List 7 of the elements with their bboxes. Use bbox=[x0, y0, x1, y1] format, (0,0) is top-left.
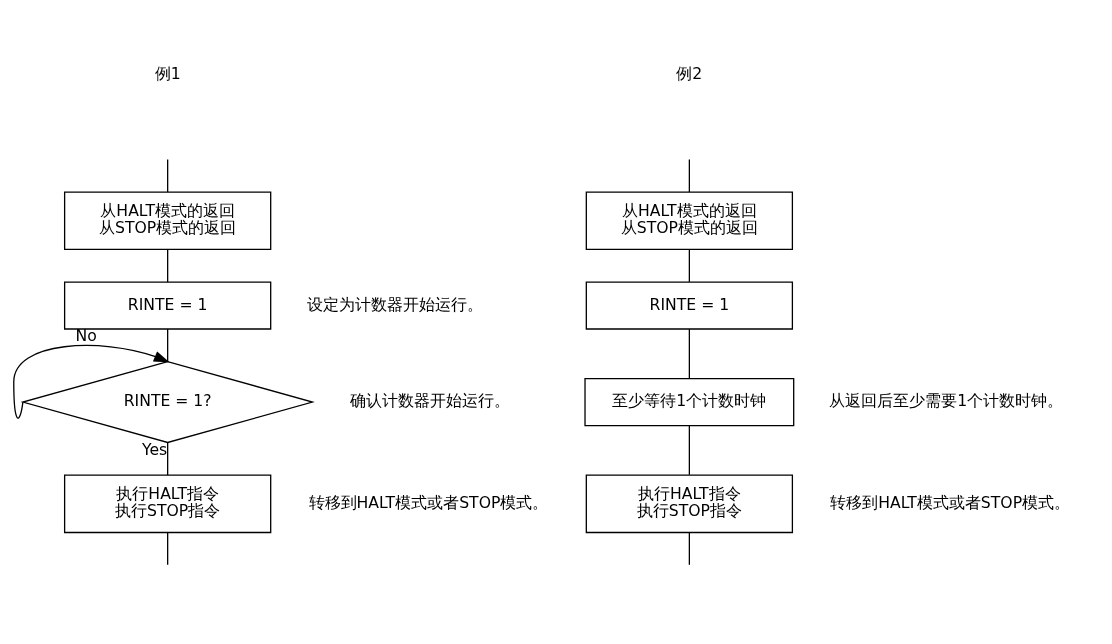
node-label: 确认计数器开始运行。 bbox=[349, 390, 510, 410]
label: 从返回后至少需要1个计数时钟。 bbox=[829, 390, 1064, 410]
node-label: 转移到HALT模式或者STOP模式。 bbox=[830, 492, 1071, 512]
node-label: 设定为计数器开始运行。 bbox=[306, 294, 483, 314]
label: 例1 bbox=[154, 63, 181, 83]
label: 例2 bbox=[676, 63, 703, 83]
node-label: 转移到HALT模式或者STOP模式。 bbox=[308, 492, 549, 512]
